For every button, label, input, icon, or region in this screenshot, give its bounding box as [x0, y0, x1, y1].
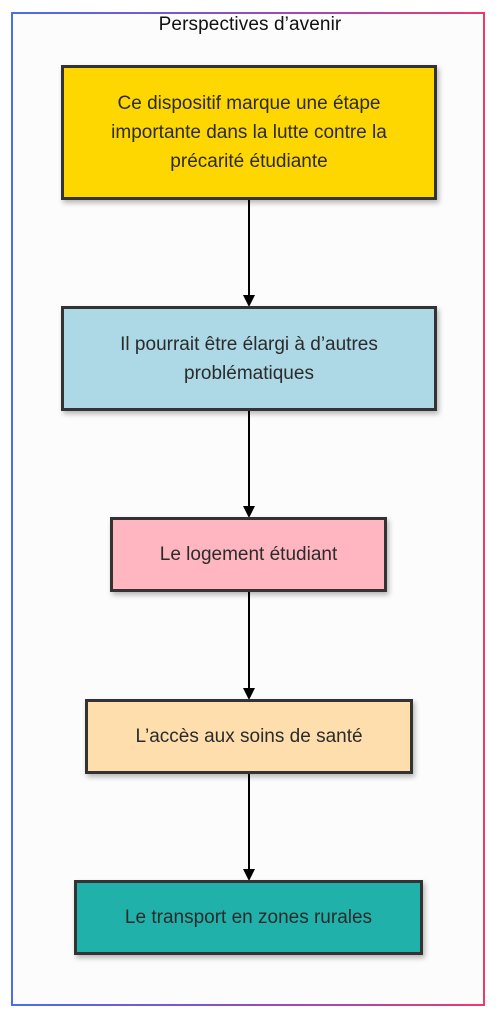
node-transport: Le transport en zones rurales: [74, 880, 423, 955]
node-elargissement: Il pourrait être élargi à d’autres probl…: [61, 306, 437, 411]
diagram-title: Perspectives d’avenir: [158, 14, 342, 35]
node-logement: Le logement étudiant: [110, 517, 387, 592]
node-soins: L’accès aux soins de santé: [85, 699, 413, 774]
node-dispositif: Ce dispositif marque une étape important…: [61, 65, 437, 200]
